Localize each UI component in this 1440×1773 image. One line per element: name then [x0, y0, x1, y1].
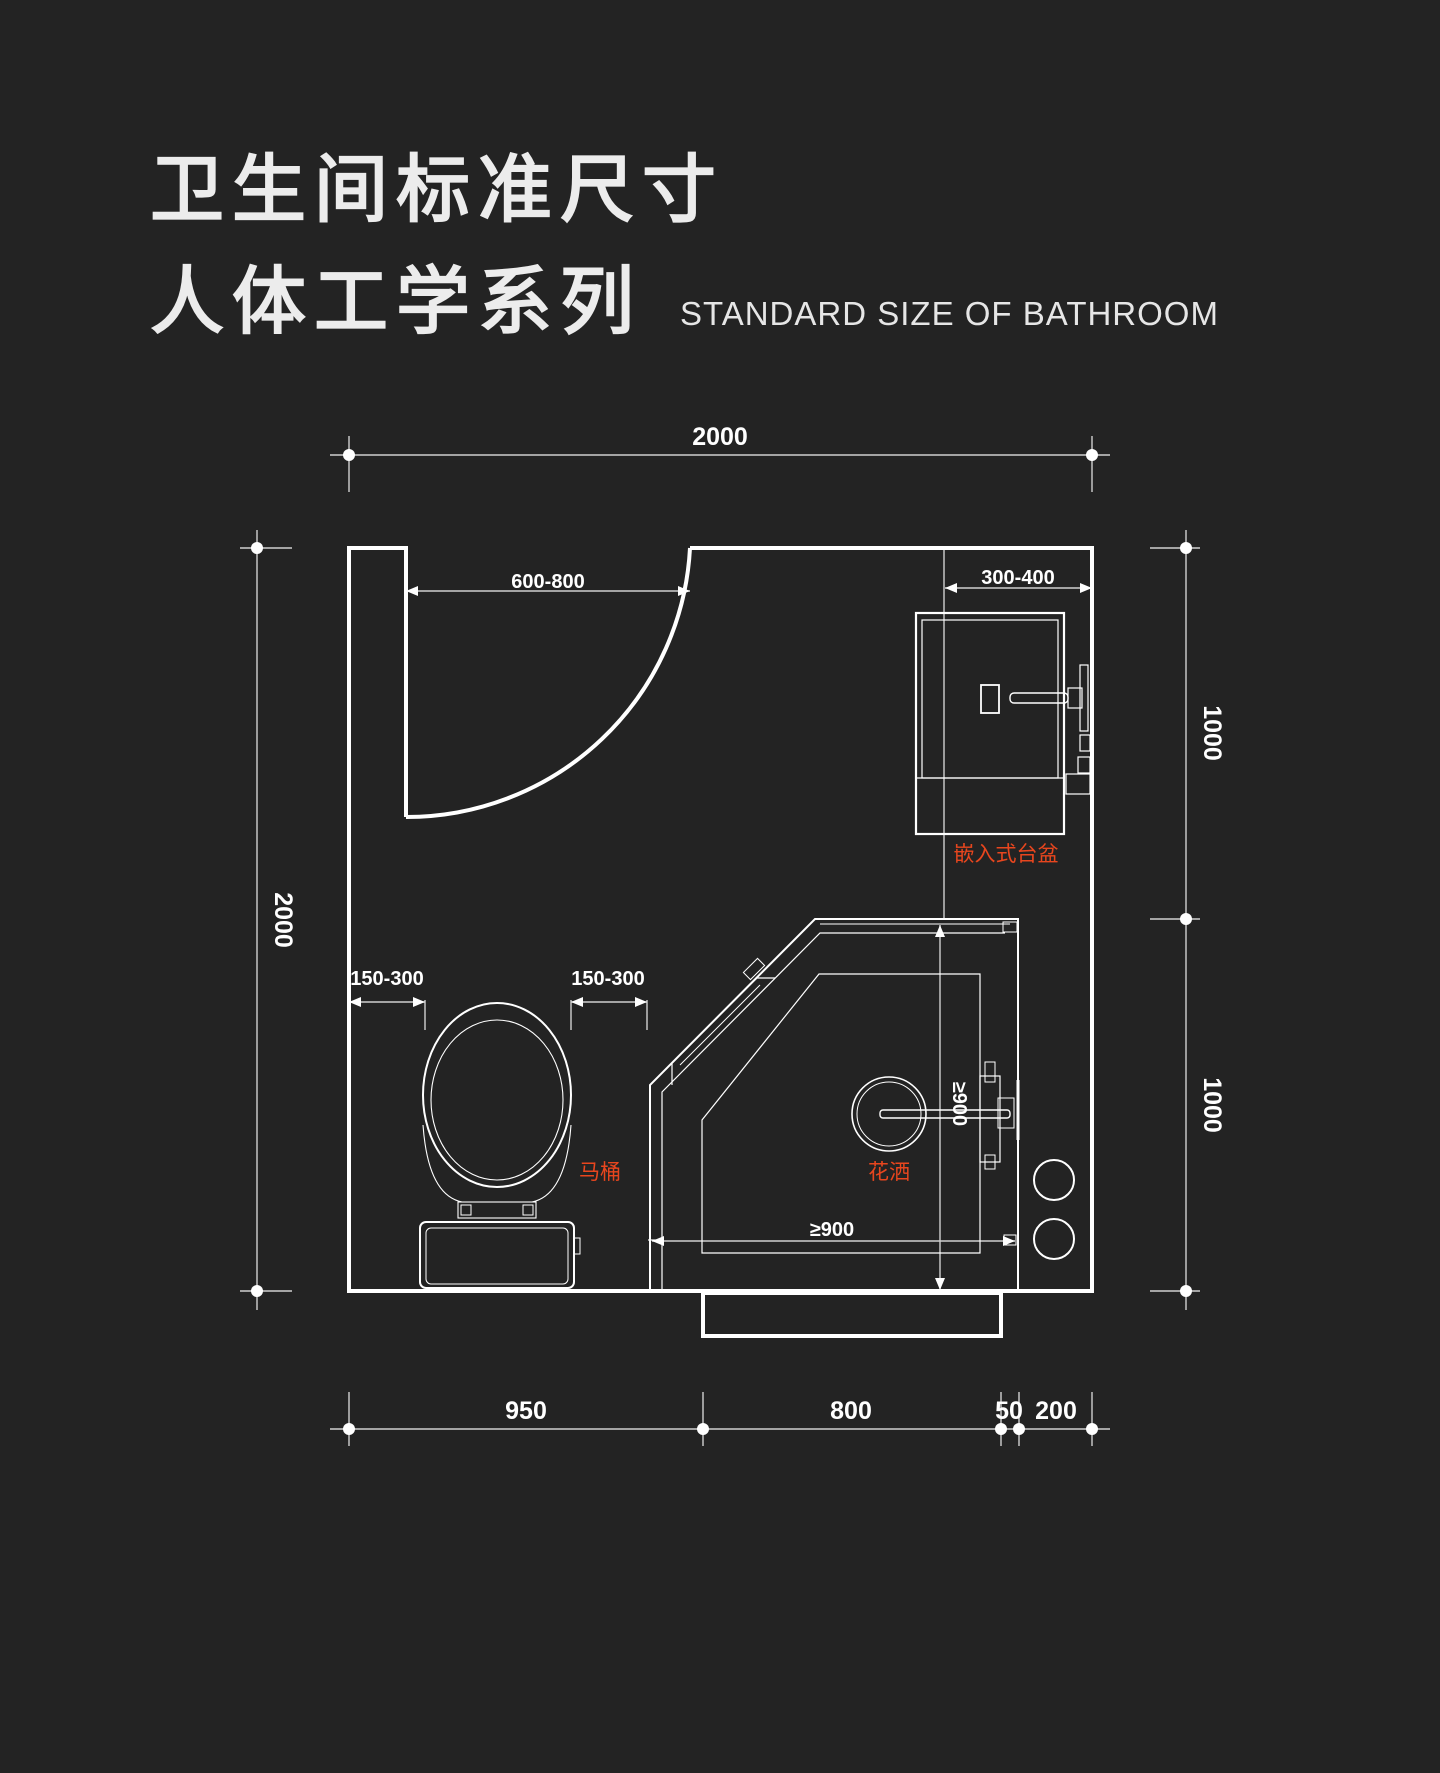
dim-overall-depth: 2000 — [269, 892, 297, 948]
toilet — [419, 1002, 581, 1289]
dim-basin-depth: 300-400 — [981, 567, 1054, 589]
dim-right-lower: 1000 — [1198, 1077, 1226, 1133]
dim-toilet-right: 150-300 — [571, 968, 644, 990]
dimension-lines — [240, 436, 1200, 1446]
dim-door-opening: 600-800 — [511, 571, 584, 593]
walls — [347, 546, 1094, 1338]
page-subtitle: STANDARD SIZE OF BATHROOM — [680, 295, 1219, 332]
dim-shower-width: ≥900 — [810, 1219, 854, 1241]
dim-right-upper: 1000 — [1198, 705, 1226, 761]
dim-bottom-950: 950 — [505, 1397, 547, 1425]
dim-overall-width: 2000 — [692, 423, 748, 451]
door-swing — [405, 547, 692, 820]
shower-enclosure — [648, 918, 1019, 1290]
shower-threshold — [701, 1291, 1003, 1338]
label-toilet: 马桶 — [579, 1160, 621, 1184]
page-title: 卫生间标准尺寸 — [150, 147, 724, 233]
dimension-arrows — [349, 583, 1092, 1290]
dimension-dots — [251, 449, 1192, 1435]
dim-bottom-800: 800 — [830, 1397, 872, 1425]
dim-bottom-200: 200 — [1035, 1397, 1077, 1425]
label-shower: 花洒 — [868, 1160, 910, 1184]
floor-drains — [1033, 1159, 1075, 1260]
dim-toilet-left: 150-300 — [350, 968, 423, 990]
label-basin: 嵌入式台盆 — [954, 842, 1059, 866]
fixture-labels: 嵌入式台盆 马桶 花洒 — [579, 842, 1059, 1184]
basin — [914, 611, 1091, 836]
dim-bottom-50: 50 — [995, 1397, 1023, 1425]
shower-head — [851, 1061, 1020, 1170]
dimension-labels: 2000 2000 600-800 300-400 1000 1000 150-… — [269, 423, 1226, 1425]
dim-shower-depth: ≥900 — [948, 1082, 970, 1126]
page-title-line2: 人体工学系列 — [150, 259, 642, 345]
